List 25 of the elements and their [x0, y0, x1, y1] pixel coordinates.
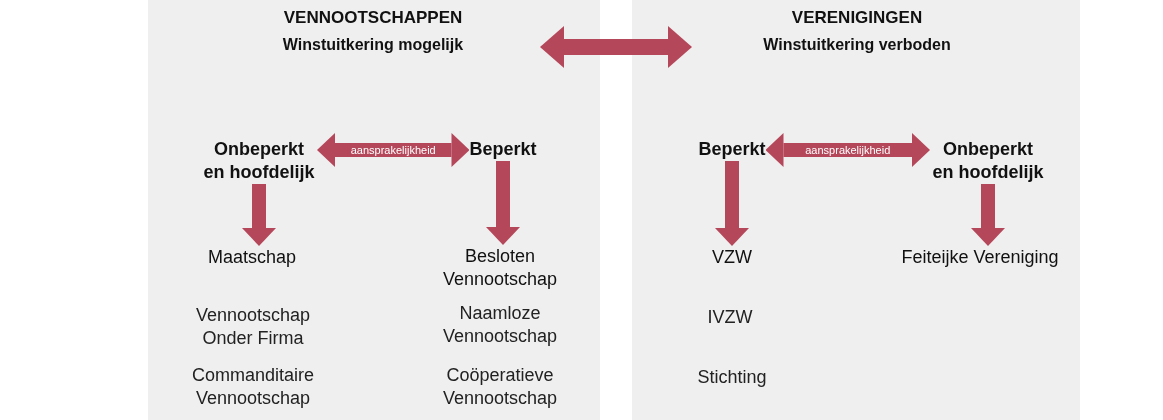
section-subtitle: Winstuitkering mogelijk [281, 35, 465, 55]
entity-type-label: Besloten Vennootschap [430, 245, 570, 291]
arrow [486, 161, 520, 245]
entity-type-label: Commanditaire Vennootschap [190, 364, 315, 410]
section-title: VENNOOTSCHAPPEN [282, 7, 464, 29]
entity-type-label: Naamloze Vennootschap [441, 302, 559, 348]
entity-type-label: Vennootschap Onder Firma [194, 304, 312, 350]
entity-type-label: Coöperatieve Vennootschap [441, 364, 559, 410]
entity-type-label: Maatschap [207, 246, 297, 269]
entity-type-label: IVZW [706, 306, 754, 329]
section-title: VERENIGINGEN [790, 7, 924, 29]
entity-type-label: VZW [712, 246, 752, 269]
liability-heading: Onbeperkt en hoofdelijk [930, 138, 1046, 184]
entity-type-label: Feiteijke Vereniging [901, 246, 1059, 269]
panel-background [632, 0, 1080, 420]
double-arrow [540, 26, 692, 68]
arrow [715, 161, 749, 246]
liability-heading: Onbeperkt en hoofdelijk [201, 138, 317, 184]
arrow [242, 184, 276, 246]
entity-type-label: Stichting [696, 366, 768, 389]
arrow [971, 184, 1005, 246]
section-subtitle: Winstuitkering verboden [762, 35, 952, 55]
liability-heading: Beperkt [469, 138, 537, 161]
liability-heading: Beperkt [698, 138, 766, 161]
panel-background [148, 0, 600, 420]
